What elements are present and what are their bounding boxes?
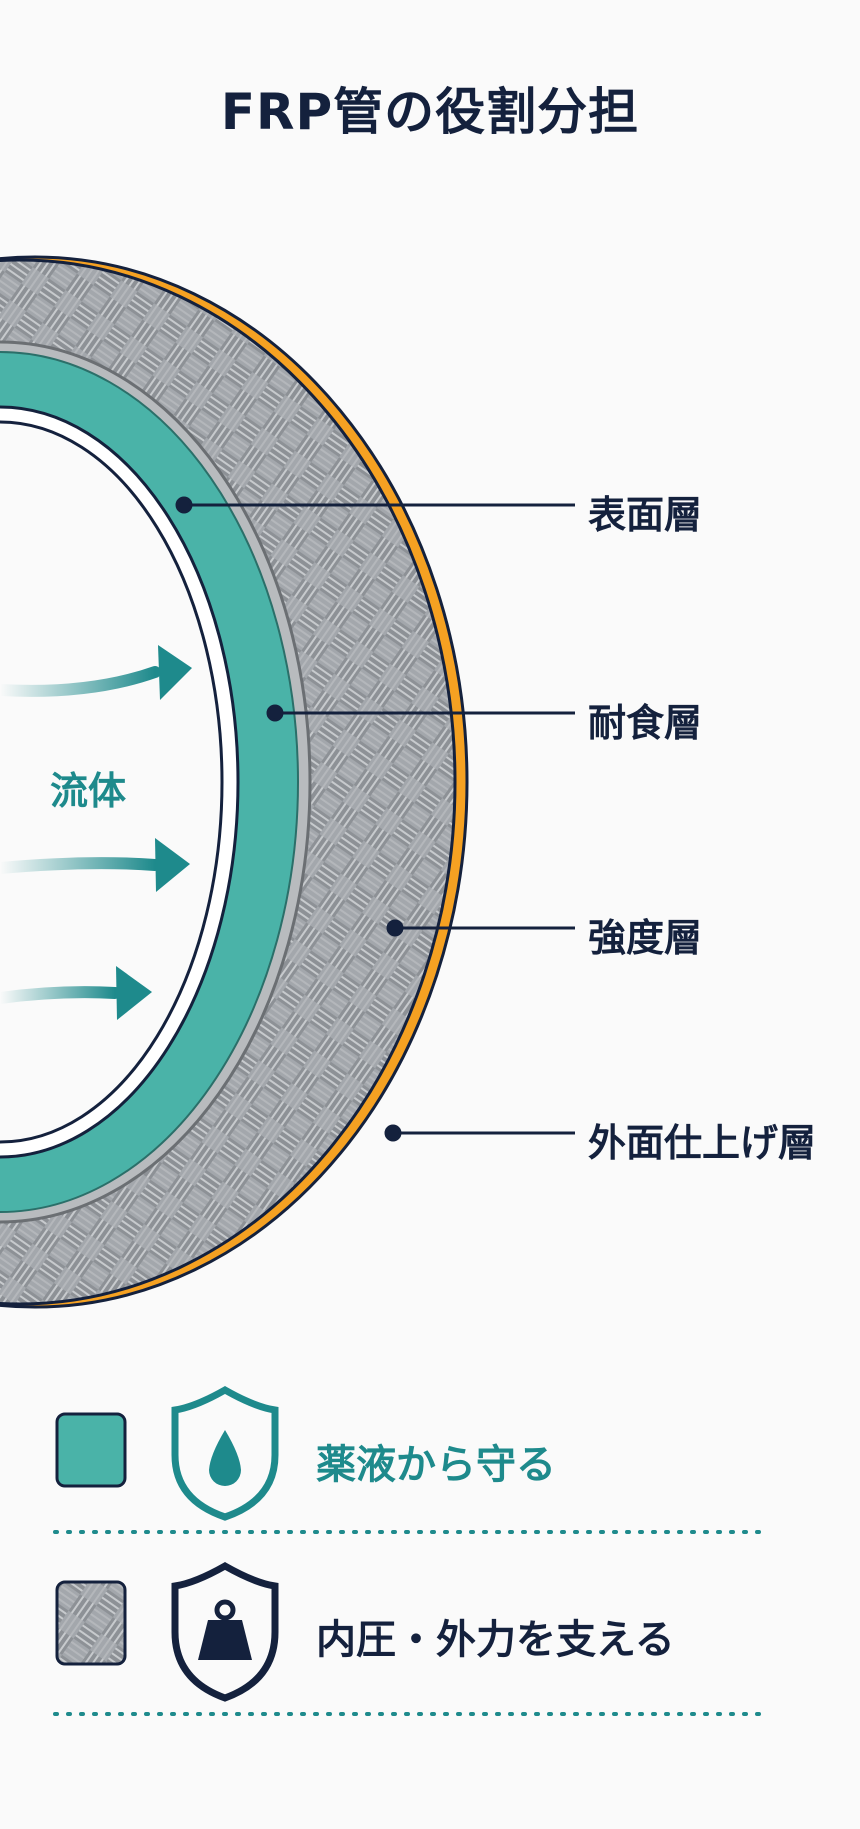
leader-dot-surface (175, 496, 193, 514)
flow-arrow-3-head (116, 966, 152, 1020)
flow-arrow-1-head (158, 645, 192, 700)
pipe-bore (0, 420, 224, 1144)
flow-arrow-2-head (155, 838, 190, 892)
water-drop-shield-icon (171, 1385, 279, 1521)
leader-dot-strength (386, 919, 404, 937)
label-corrosion-layer: 耐食層 (588, 701, 703, 745)
flow-arrow-2 (0, 857, 161, 874)
flow-arrow-1 (0, 666, 161, 697)
legend-swatch-teal (55, 1412, 127, 1488)
leader-lines (175, 496, 575, 1142)
flow-arrows (0, 645, 192, 1020)
legend-text-load-support: 内圧・外力を支える (316, 1617, 675, 1663)
leader-dot-finish (384, 1124, 402, 1142)
diagram-title: FRP管の役割分担 (220, 83, 640, 141)
label-strength-layer: 強度層 (588, 916, 703, 960)
leader-dot-corrosion (266, 704, 284, 722)
weight-shield-icon (171, 1561, 279, 1702)
legend-swatch-woven (55, 1580, 127, 1666)
label-finish-layer: 外面仕上げ層 (588, 1121, 817, 1165)
legend-text-chemical-protection: 薬液から守る (316, 1442, 556, 1488)
fluid-label: 流体 (50, 769, 127, 813)
flow-arrow-3 (0, 986, 121, 1004)
label-surface-layer: 表面層 (588, 493, 703, 537)
